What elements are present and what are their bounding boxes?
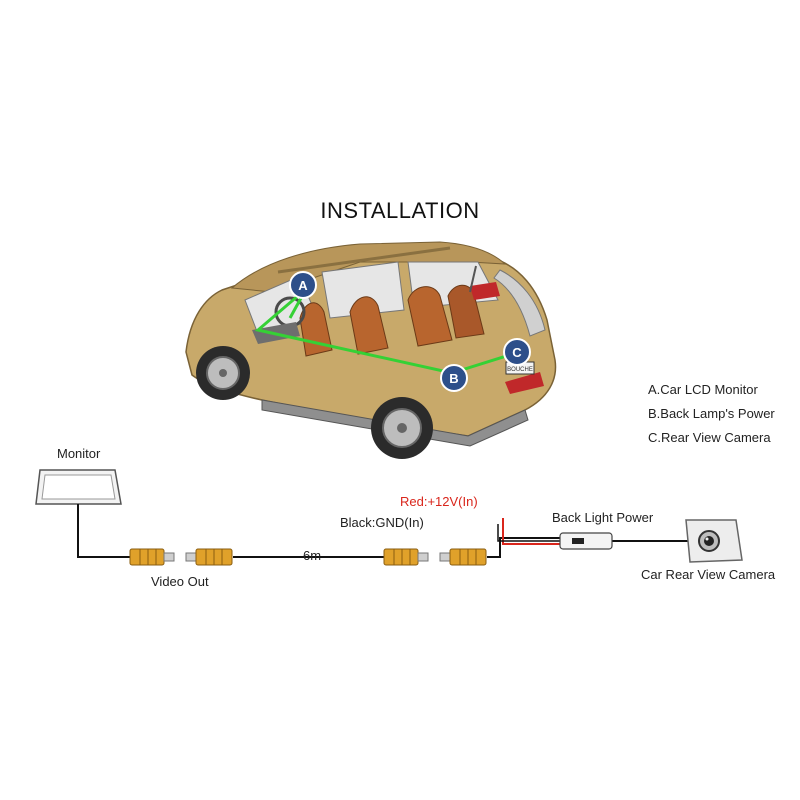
cable-length-label: 6m [303,548,322,563]
camera-label: Car Rear View Camera [641,567,776,582]
legend: A.Car LCD Monitor B.Back Lamp's Power C.… [648,380,775,452]
video-out-label: Video Out [151,574,209,589]
back-light-power-label: Back Light Power [552,510,654,525]
rca-connector-pair-1 [129,548,233,566]
legend-item-a: A.Car LCD Monitor [648,382,758,397]
black-wire-label: Black:GND(In) [340,515,424,530]
marker-b-label: B [449,371,458,386]
page-title: INSTALLATION [320,198,480,223]
monitor-label: Monitor [57,446,101,461]
monitor-device [35,469,122,505]
legend-item-b: B.Back Lamp's Power [648,406,775,421]
marker-a: A [289,271,317,299]
marker-c-label: C [512,345,522,360]
marker-b: B [440,364,468,392]
rca-connector-pair-2 [383,548,487,566]
rear-view-camera-device [685,519,743,563]
red-wire-label: Red:+12V(In) [400,494,478,509]
legend-item-c: C.Rear View Camera [648,430,771,445]
marker-c: C [503,338,531,366]
marker-a-label: A [298,278,308,293]
license-plate-text: BOUCHE [507,367,533,373]
car-illustration: BOUCHE [185,241,557,459]
power-splitter [559,532,613,550]
